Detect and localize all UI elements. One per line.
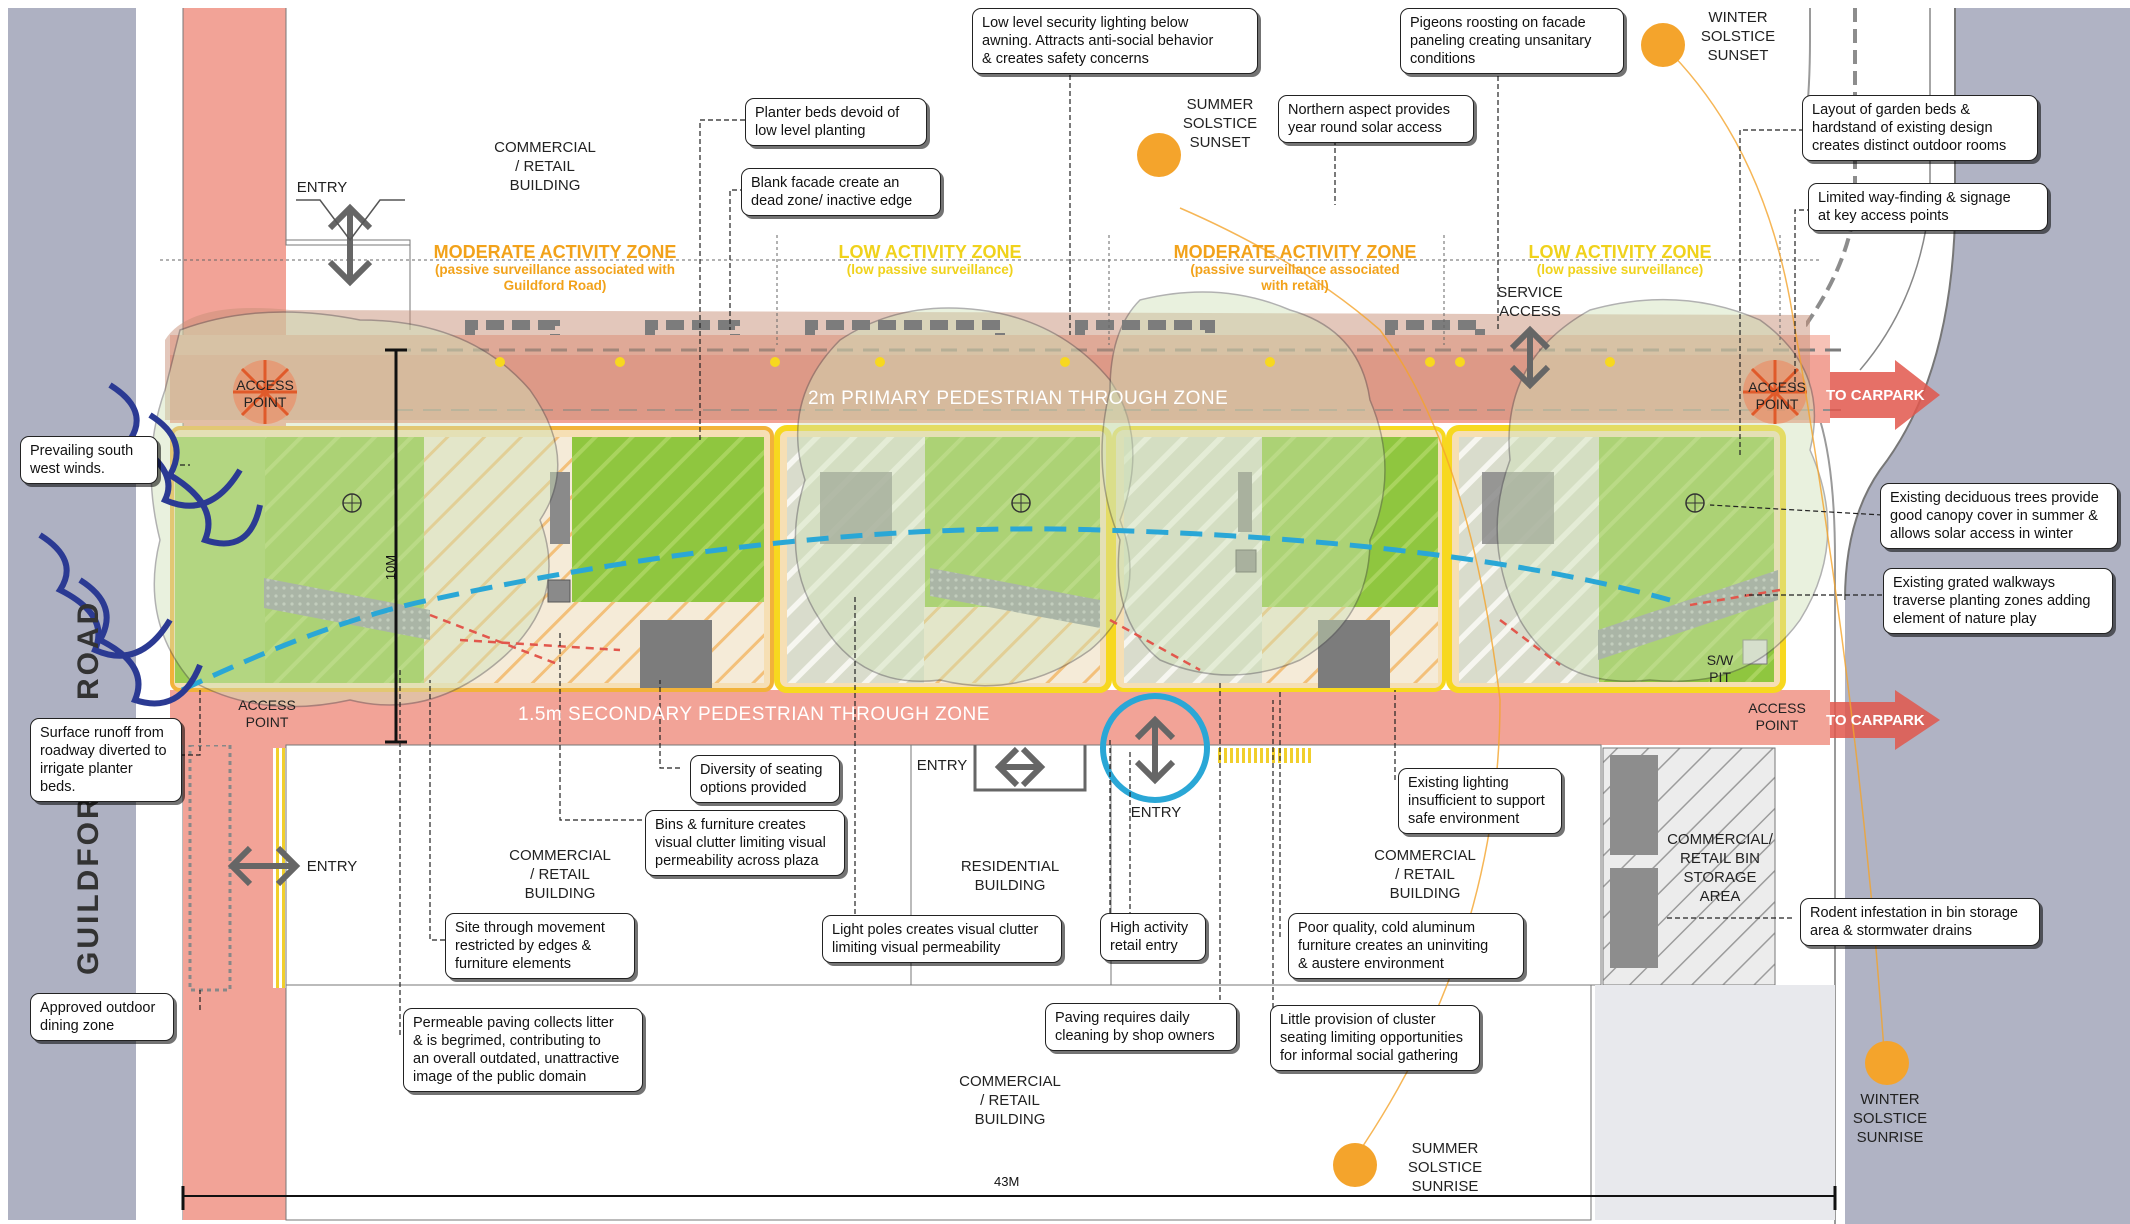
- dimension-43m: 43M: [994, 1174, 1020, 1189]
- callout-deciduous-trees: Existing deciduous trees provide good ca…: [1880, 483, 2118, 549]
- callout-site-movement: Site through movement restricted by edge…: [445, 913, 635, 979]
- entry-label-top: ENTRY: [296, 179, 348, 196]
- dimension-10m: 10M: [383, 554, 399, 581]
- secondary-pedestrian-zone-label: 1.5m SECONDARY PEDESTRIAN THROUGH ZONE: [518, 704, 990, 725]
- commercial-building-mid-left: COMMERCIAL / RETAIL BUILDING: [509, 847, 611, 902]
- callout-grated-walkways: Existing grated walkways traverse planti…: [1883, 568, 2113, 634]
- access-point-top-left: ACCESS POINT: [236, 377, 294, 410]
- callout-outdoor-dining: Approved outdoor dining zone: [30, 993, 174, 1041]
- commercial-building-bottom: COMMERCIAL / RETAIL BUILDING: [959, 1073, 1061, 1128]
- zone-low-activity-1: LOW ACTIVITY ZONE (low passive surveilla…: [800, 242, 1060, 278]
- callout-rodent-infestation: Rodent infestation in bin storage area &…: [1800, 898, 2040, 946]
- callout-surface-runoff: Surface runoff from roadway diverted to …: [30, 718, 182, 802]
- to-carpark-bottom: TO CARPARK: [1826, 712, 1925, 729]
- callout-high-activity-entry: High activity retail entry: [1100, 913, 1206, 961]
- callout-poor-furniture: Poor quality, cold aluminum furniture cr…: [1288, 913, 1524, 979]
- access-point-top-right: ACCESS POINT: [1748, 379, 1806, 412]
- primary-pedestrian-zone-label: 2m PRIMARY PEDESTRIAN THROUGH ZONE: [808, 388, 1229, 409]
- summer-solstice-sunset: SUMMER SOLSTICE SUNSET: [1182, 96, 1258, 151]
- sw-pit-label: S/W PIT: [1706, 652, 1734, 685]
- commercial-building-mid-right: COMMERCIAL / RETAIL BUILDING: [1374, 847, 1476, 902]
- access-point-bottom-right: ACCESS POINT: [1748, 700, 1806, 733]
- zone-subtitle: (low passive surveillance): [846, 262, 1014, 277]
- callout-light-poles: Light poles creates visual clutter limit…: [822, 915, 1062, 963]
- zone-title: MODERATE ACTIVITY ZONE: [1173, 242, 1417, 262]
- callout-northern-aspect: Northern aspect provides year round sola…: [1278, 95, 1474, 143]
- entry-label-left: ENTRY: [306, 858, 358, 875]
- callout-bins-furniture: Bins & furniture creates visual clutter …: [645, 810, 845, 876]
- callout-winds: Prevailing south west winds.: [20, 436, 158, 484]
- callout-garden-beds: Layout of garden beds & hardstand of exi…: [1802, 95, 2038, 161]
- winter-solstice-sunrise: WINTER SOLSTICE SUNRISE: [1852, 1091, 1928, 1146]
- zone-moderate-activity-2: MODERATE ACTIVITY ZONE (passive surveill…: [1150, 242, 1440, 294]
- service-access-label: SERVICE ACCESS: [1497, 284, 1563, 320]
- residential-building: RESIDENTIAL BUILDING: [960, 858, 1060, 894]
- zone-moderate-activity-1: MODERATE ACTIVITY ZONE (passive surveill…: [410, 242, 700, 294]
- entry-label-center: ENTRY: [1130, 804, 1182, 821]
- winter-solstice-sunset: WINTER SOLSTICE SUNSET: [1700, 9, 1776, 64]
- callout-planter-beds: Planter beds devoid of low level plantin…: [745, 98, 927, 146]
- commercial-building-top: COMMERCIAL / RETAIL BUILDING: [494, 139, 596, 194]
- callout-permeable-paving: Permeable paving collects litter & is be…: [403, 1008, 643, 1092]
- entry-label-mid: ENTRY: [916, 757, 968, 774]
- zone-title: LOW ACTIVITY ZONE: [838, 242, 1022, 262]
- access-point-bottom-left: ACCESS POINT: [238, 697, 296, 730]
- zone-title: MODERATE ACTIVITY ZONE: [433, 242, 677, 262]
- callout-wayfinding: Limited way-finding & signage at key acc…: [1808, 183, 2048, 231]
- callout-security-lighting: Low level security lighting below awning…: [972, 8, 1258, 74]
- zone-low-activity-2: LOW ACTIVITY ZONE (low passive surveilla…: [1490, 242, 1750, 278]
- callout-paving-cleaning: Paving requires daily cleaning by shop o…: [1045, 1003, 1237, 1051]
- zone-subtitle: (passive surveillance associated with Gu…: [434, 262, 676, 293]
- zone-subtitle: (passive surveillance associated with re…: [1190, 262, 1400, 293]
- callout-cluster-seating: Little provision of cluster seating limi…: [1270, 1005, 1480, 1071]
- callout-lighting-insufficient: Existing lighting insufficient to suppor…: [1398, 768, 1562, 834]
- summer-solstice-sunrise: SUMMER SOLSTICE SUNRISE: [1407, 1140, 1483, 1195]
- zone-title: LOW ACTIVITY ZONE: [1528, 242, 1712, 262]
- bin-storage-area: COMMERCIAL/ RETAIL BIN STORAGE AREA: [1667, 831, 1773, 905]
- callout-blank-facade: Blank facade create an dead zone/ inacti…: [741, 168, 941, 216]
- callout-seating-diversity: Diversity of seating options provided: [690, 755, 840, 803]
- zone-subtitle: (low passive surveillance): [1536, 262, 1704, 277]
- road-label-top: ROAD: [72, 599, 105, 700]
- callout-pigeons: Pigeons roosting on facade paneling crea…: [1400, 8, 1624, 74]
- to-carpark-top: TO CARPARK: [1826, 387, 1925, 404]
